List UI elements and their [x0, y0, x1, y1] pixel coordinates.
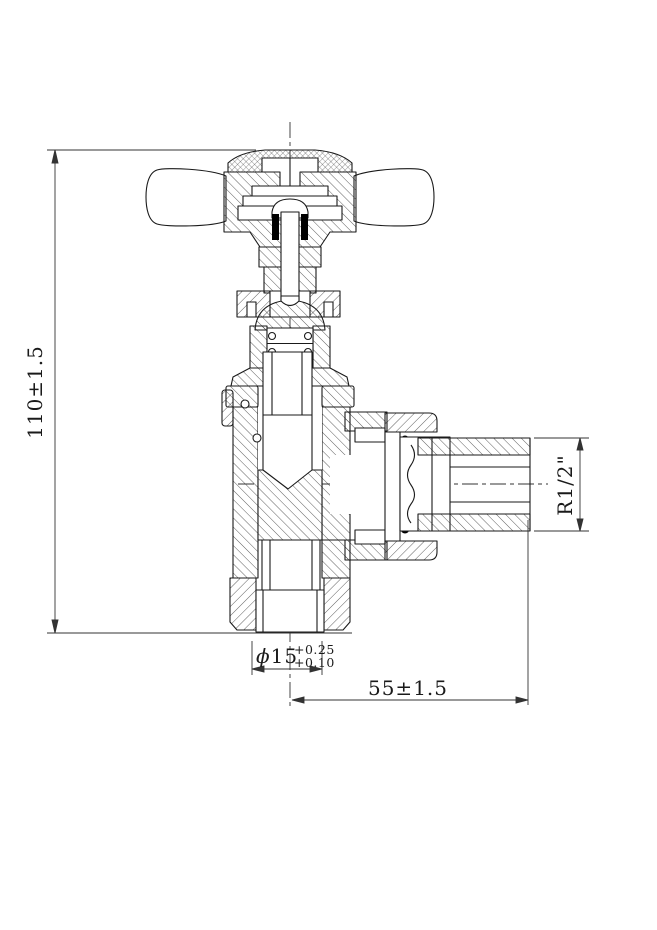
branch-pipe-top	[354, 427, 386, 443]
dimension-graphics	[47, 149, 589, 705]
body-bottom-right	[321, 539, 351, 579]
thread-top	[417, 437, 531, 456]
body-flange-right	[321, 385, 355, 408]
union-nut-bottom	[384, 540, 438, 561]
bottom-stub	[261, 539, 321, 591]
handle-wing-right	[353, 168, 435, 227]
hex-flat-arc	[406, 444, 416, 524]
arrow-height-bottom	[51, 619, 59, 634]
packing-left	[272, 214, 279, 240]
thread-bottom	[417, 513, 531, 532]
valve-spool	[262, 351, 313, 490]
spindle	[280, 211, 300, 301]
arrow-pipe-right	[309, 665, 323, 673]
branch-pipe-bottom	[354, 529, 386, 545]
oring-1	[267, 331, 277, 341]
dimension-labels: 110±1.5 R1/2" ϕ15 +0.25 +0.10 55±1.5	[23, 345, 577, 700]
body-wall-left	[232, 406, 259, 579]
seal-left-2	[252, 433, 262, 443]
bonnet-wall-right	[312, 325, 331, 369]
body-tab-left	[221, 389, 234, 427]
bottom-nut-right	[323, 577, 351, 631]
bottom-pipe	[255, 589, 325, 633]
arrow-thread-top	[576, 437, 584, 451]
pipe-diameter-symbol: ϕ	[256, 644, 271, 668]
spindle-tip	[280, 295, 300, 307]
width-dimension-label: 55±1.5	[368, 676, 448, 700]
union-nut-side	[384, 431, 401, 542]
bottom-nut-left	[229, 577, 257, 631]
arrow-width-left	[291, 696, 305, 704]
seal-left-1	[240, 399, 250, 409]
pipe-dimension-label: ϕ15	[256, 644, 298, 668]
union-nut-top	[384, 412, 438, 433]
arrow-width-right	[515, 696, 529, 704]
valve-assembly	[145, 149, 531, 633]
arrow-height-top	[51, 149, 59, 164]
arrow-thread-bottom	[576, 518, 584, 532]
gland-slot-left	[246, 301, 257, 318]
height-dimension-label: 110±1.5	[23, 345, 47, 439]
oring-2	[303, 331, 313, 341]
pipe-tolerance-lower: +0.10	[294, 655, 335, 670]
handle-wings	[145, 168, 435, 227]
gland-slot-right	[323, 301, 334, 318]
packing-right	[301, 214, 308, 240]
thread-dimension-label: R1/2"	[553, 454, 577, 515]
pipe-diameter-value: 15	[271, 644, 298, 668]
pipe-tolerance-upper: +0.25	[294, 642, 335, 657]
handle-wing-left	[145, 168, 227, 227]
arrow-pipe-left	[251, 665, 265, 673]
